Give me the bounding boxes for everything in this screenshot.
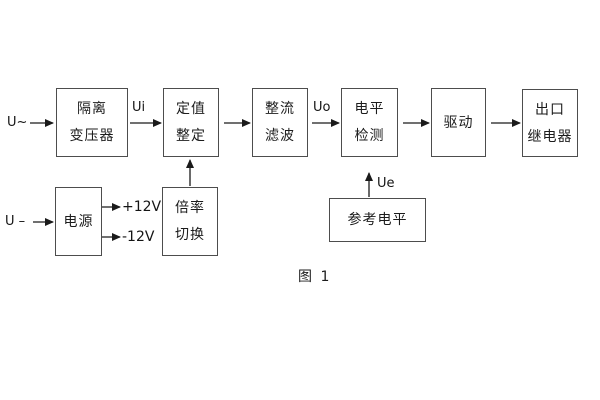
block-label: 变压器: [69, 128, 115, 144]
figure-caption: 图 1: [298, 269, 332, 285]
block-setting-adjust: 定值 整定: [163, 88, 219, 157]
block-label: 驱动: [443, 114, 474, 131]
block-power-supply: 电源: [55, 187, 102, 256]
block-label: 电平: [354, 101, 385, 117]
label-minus-12v: -12V: [122, 229, 155, 245]
block-label: 定值: [176, 101, 206, 117]
block-reference-level: 参考电平: [329, 198, 426, 242]
block-ratio-switch: 倍率 切换: [162, 187, 218, 256]
label-plus-12v: +12V: [122, 199, 162, 215]
block-label: 出口: [535, 101, 565, 118]
label-ui: Ui: [132, 100, 146, 115]
block-label: 参考电平: [347, 212, 408, 228]
block-label: 检测: [354, 128, 385, 144]
block-label: 整流: [265, 101, 295, 117]
block-label: 滤波: [265, 128, 295, 144]
label-ac-input: U~: [7, 115, 28, 130]
block-level-detector: 电平 检测: [341, 88, 398, 157]
block-label: 整定: [176, 128, 206, 144]
label-uo: Uo: [313, 100, 331, 115]
block-isolation-transformer: 隔离 变压器: [56, 88, 128, 157]
block-label: 隔离: [77, 101, 107, 117]
label-dc-input: U –: [5, 214, 26, 229]
block-label: 继电器: [527, 128, 573, 145]
block-label: 倍率: [175, 200, 205, 216]
block-label: 切换: [175, 227, 205, 243]
label-ue: Ue: [377, 176, 395, 191]
block-output-relay: 出口 继电器: [522, 89, 578, 157]
block-label: 电源: [63, 213, 94, 230]
block-rectifier-filter: 整流 滤波: [252, 88, 308, 157]
block-driver: 驱动: [431, 88, 486, 157]
